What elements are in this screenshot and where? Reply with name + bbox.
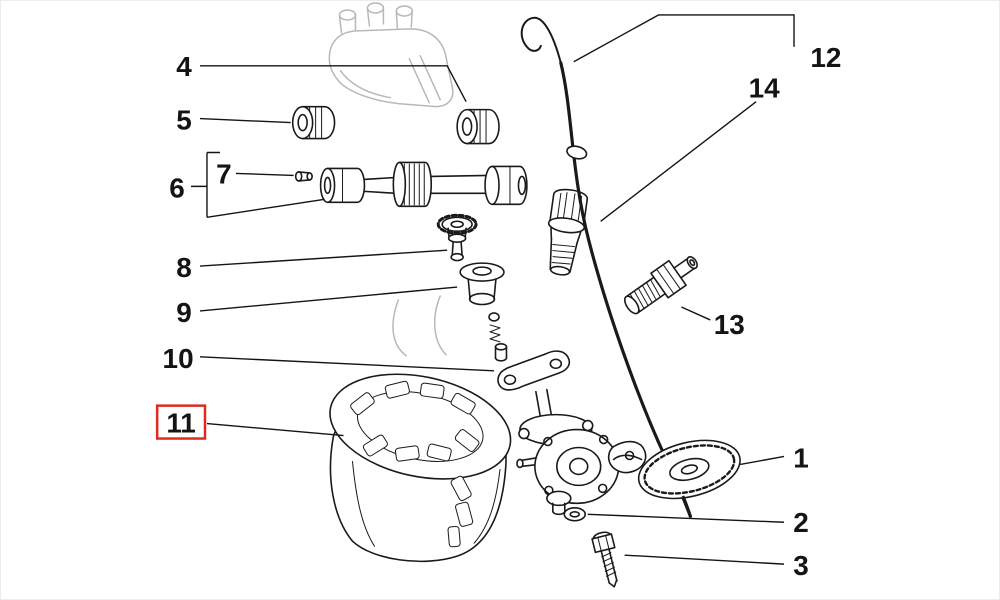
pickup-plate-drawing bbox=[612, 439, 741, 518]
callout-labels: 4 5 6 7 8 9 10 11 12 14 13 1 2 3 bbox=[163, 42, 842, 581]
callout-14[interactable]: 14 bbox=[749, 73, 781, 104]
leader-2 bbox=[587, 513, 785, 523]
valve-stack-drawing bbox=[488, 312, 508, 362]
callout-9[interactable]: 9 bbox=[176, 297, 192, 328]
selected-part-highlight-box bbox=[155, 404, 207, 440]
plug-14-drawing bbox=[547, 188, 589, 276]
leader-12 bbox=[573, 14, 795, 63]
leader-4 bbox=[200, 65, 467, 102]
oil-filter-drawing bbox=[329, 373, 512, 563]
leader-14 bbox=[600, 101, 757, 222]
leader-11 bbox=[206, 422, 344, 437]
leader-6 bbox=[191, 151, 325, 218]
callout-4[interactable]: 4 bbox=[176, 51, 192, 82]
callout-2[interactable]: 2 bbox=[793, 507, 809, 538]
leader-1 bbox=[740, 455, 785, 466]
bushing-9-drawing bbox=[459, 262, 505, 306]
fitting-13-drawing bbox=[623, 256, 698, 315]
callout-1[interactable]: 1 bbox=[793, 442, 809, 473]
distributor-cap-ghost bbox=[328, 2, 454, 108]
bushing-4-drawing bbox=[456, 108, 500, 145]
callout-13[interactable]: 13 bbox=[714, 309, 745, 340]
leader-7 bbox=[235, 172, 294, 177]
washer-2-drawing bbox=[563, 507, 587, 522]
callout-5[interactable]: 5 bbox=[176, 105, 192, 136]
callout-6[interactable]: 6 bbox=[169, 172, 185, 203]
callout-7[interactable]: 7 bbox=[216, 158, 232, 189]
leader-lines bbox=[191, 14, 795, 565]
callout-10[interactable]: 10 bbox=[163, 343, 194, 374]
leader-13 bbox=[681, 306, 711, 321]
bracket-10-drawing bbox=[497, 350, 571, 424]
callout-8[interactable]: 8 bbox=[176, 252, 192, 283]
callout-12[interactable]: 12 bbox=[810, 42, 841, 73]
drive-shaft-assembly-drawing bbox=[294, 161, 528, 208]
gear-8-drawing bbox=[436, 213, 478, 262]
oil-pump-drawing bbox=[516, 413, 647, 516]
leader-10 bbox=[199, 356, 495, 372]
engine-ghost-lines bbox=[392, 295, 447, 357]
leader-5 bbox=[199, 117, 291, 124]
bolt-3-drawing bbox=[591, 531, 618, 588]
leader-3 bbox=[624, 554, 785, 565]
bushing-5-drawing bbox=[291, 105, 336, 140]
callout-11[interactable]: 11 bbox=[166, 408, 195, 439]
leader-9 bbox=[199, 286, 458, 312]
leader-8 bbox=[199, 249, 448, 267]
callout-3[interactable]: 3 bbox=[793, 550, 809, 581]
